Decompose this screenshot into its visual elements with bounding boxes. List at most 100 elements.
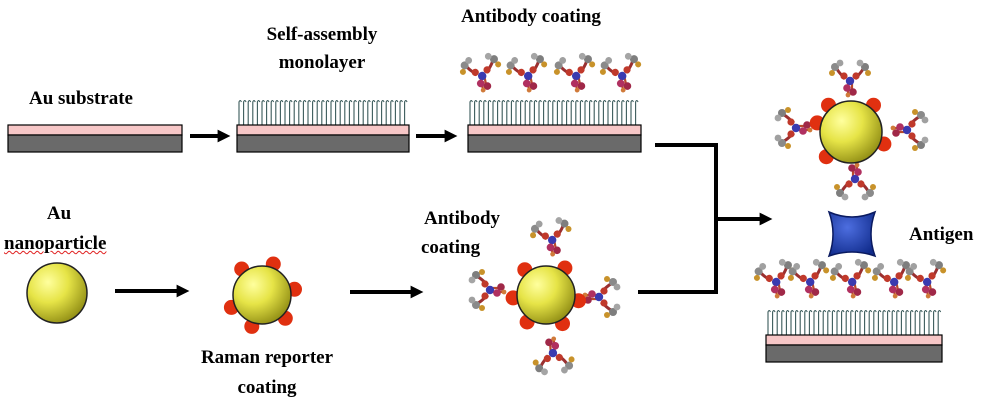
antibody-icon	[889, 107, 930, 153]
monolayer-chain	[339, 99, 344, 125]
monolayer-chain	[469, 99, 473, 125]
monolayer-chain	[335, 99, 339, 125]
monolayer-chains	[469, 99, 639, 125]
monolayer-chain	[910, 309, 914, 335]
monolayer-chain	[362, 99, 367, 125]
monolayer-chain	[804, 309, 808, 335]
monolayer-chains	[238, 99, 408, 125]
antibody-icon	[526, 213, 578, 262]
monolayer-chain	[836, 309, 840, 335]
monolayer-chain	[570, 99, 575, 125]
monolayer-chain	[795, 309, 799, 335]
monolayer-chain	[238, 99, 242, 125]
monolayer-chain	[561, 99, 565, 125]
label-antibody-coating-top: Antibody coating	[461, 6, 601, 27]
antibody-icon	[867, 255, 920, 304]
monolayer-chain	[376, 99, 380, 125]
au-substrate	[7, 124, 183, 153]
monolayer-chain	[261, 99, 265, 125]
monolayer-chain	[790, 309, 794, 335]
monolayer-chain	[850, 309, 854, 335]
monolayer-chain	[243, 99, 247, 125]
antibody-icon	[581, 274, 622, 320]
connector-bottom	[638, 218, 718, 294]
label-nanoparticle: nanoparticle	[4, 233, 107, 254]
monolayer-chain	[478, 99, 483, 125]
antibody-icon	[467, 267, 508, 313]
monolayer-chain	[266, 99, 270, 125]
monolayer-chain	[785, 309, 790, 335]
monolayer-chain	[914, 309, 919, 335]
label-coating: coating	[237, 377, 297, 398]
monolayer-chain	[841, 309, 845, 335]
monolayer-chain	[933, 309, 937, 335]
monolayer-chain	[506, 99, 510, 125]
label-antibody-coating: coating	[421, 237, 481, 258]
monolayer-chain	[520, 99, 524, 125]
monolayer-chain	[873, 309, 877, 335]
monolayer-chain	[818, 309, 822, 335]
monolayer-chain	[864, 309, 868, 335]
monolayer-chain	[781, 309, 785, 335]
gold-nanoparticle-icon	[819, 100, 883, 164]
monolayer-chain	[579, 99, 584, 125]
antibody-icon	[529, 333, 578, 378]
monolayer-chain	[533, 99, 538, 125]
monolayer-chain	[552, 99, 556, 125]
monolayer-chain	[566, 99, 570, 125]
monolayer-chain	[275, 99, 279, 125]
monolayer-chain	[575, 99, 579, 125]
monolayer-chain	[284, 99, 288, 125]
antibody-icon	[455, 49, 508, 98]
monolayer-chain	[859, 309, 863, 335]
monolayer-chain	[808, 309, 813, 335]
monolayer-chain	[515, 99, 519, 125]
antibody-coated-nanoparticle	[467, 213, 622, 378]
monolayer-chain	[772, 309, 776, 335]
monolayer-chain	[247, 99, 252, 125]
antibody-icon	[501, 49, 554, 98]
antibody-icon	[773, 105, 814, 151]
label-antibody: Antibody	[423, 208, 501, 229]
monolayer-chain	[845, 309, 850, 335]
label-raman-reporter: Raman reporter	[200, 347, 334, 368]
monolayer-chain	[616, 99, 621, 125]
antibody-icon	[825, 255, 878, 304]
monolayer-chain	[483, 99, 487, 125]
monolayer-chain	[556, 99, 561, 125]
sandwich-complex	[749, 58, 953, 363]
antigen-icon	[827, 210, 877, 258]
gold-nanoparticle-icon	[516, 265, 576, 325]
monolayer-chain	[882, 309, 886, 335]
monolayer-chain	[538, 99, 542, 125]
monolayer-chain	[598, 99, 602, 125]
monolayer-chain	[390, 99, 394, 125]
connector-top	[655, 143, 718, 220]
monolayer-chain	[896, 309, 900, 335]
monolayer-chain	[635, 99, 639, 125]
monolayer-chain	[593, 99, 598, 125]
monolayer-chain	[928, 309, 932, 335]
monolayer-chain	[607, 99, 611, 125]
label-self-assembly: Self-assembly	[266, 24, 378, 45]
monolayer-chain	[344, 99, 348, 125]
monolayer-chain	[321, 99, 325, 125]
monolayer-chain	[923, 309, 928, 335]
gold-nanoparticle-icon	[26, 262, 88, 324]
monolayer-chain	[767, 309, 771, 335]
antibody-coated-substrate	[455, 49, 648, 153]
monolayer-chain	[868, 309, 873, 335]
monolayer-chain	[630, 99, 634, 125]
monolayer-chain	[905, 309, 909, 335]
monolayer-chain	[589, 99, 593, 125]
monolayer-chain	[497, 99, 501, 125]
monolayer-chain	[252, 99, 256, 125]
antibody-icon	[827, 58, 873, 99]
monolayer-chain	[831, 309, 836, 335]
raman-coated-nanoparticle	[223, 256, 302, 334]
label-au-substrate: Au substrate	[29, 88, 133, 109]
monolayer-chain	[543, 99, 547, 125]
monolayer-chain	[353, 99, 357, 125]
monolayer-chain	[381, 99, 385, 125]
monolayer-chain	[799, 309, 804, 335]
